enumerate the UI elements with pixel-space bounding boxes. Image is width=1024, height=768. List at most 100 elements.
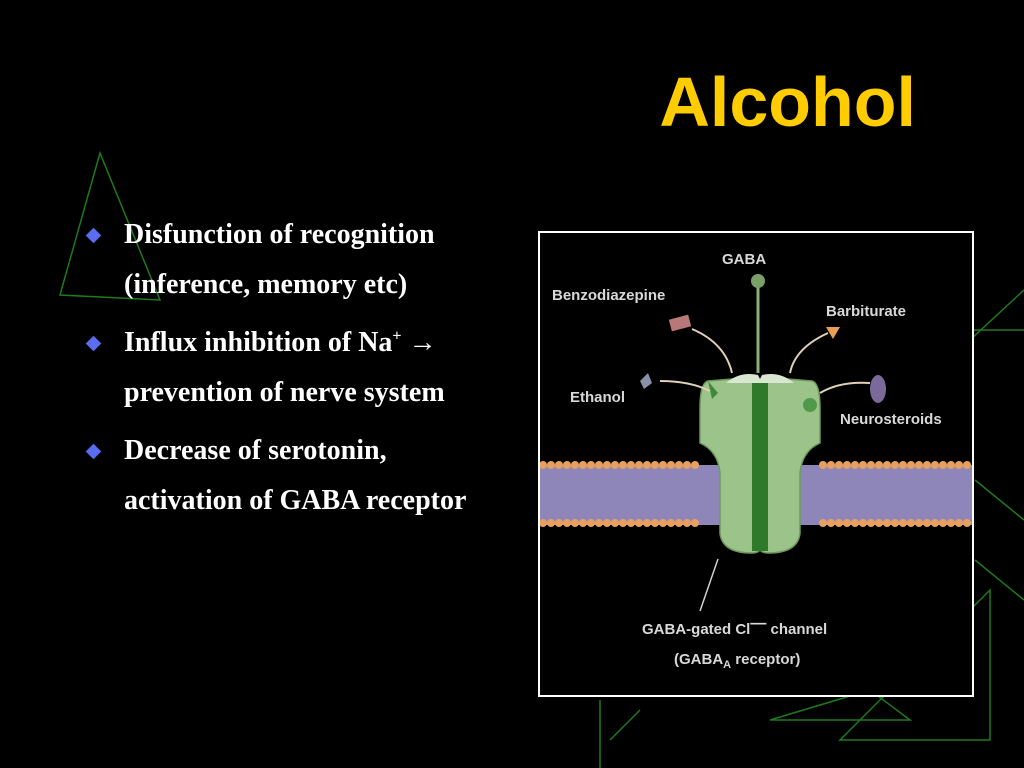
lipid-head bbox=[675, 519, 683, 527]
lipid-head bbox=[595, 519, 603, 527]
bullet-text: Decrease of serotonin, activation of GAB… bbox=[124, 435, 467, 516]
gaba-receptor-diagram bbox=[540, 274, 972, 612]
lipid-head bbox=[683, 461, 691, 469]
lipid-head bbox=[955, 519, 963, 527]
lipid-head bbox=[875, 461, 883, 469]
lipid-head bbox=[963, 519, 971, 527]
barbiturate-icon bbox=[826, 327, 840, 339]
ion-channel-icon bbox=[699, 374, 821, 554]
lipid-head bbox=[939, 461, 947, 469]
bullet-text: Disfunction of recognition (inference, m… bbox=[124, 219, 435, 300]
lipid-head bbox=[540, 519, 547, 527]
gaba-receptor-figure: GABA Benzodiazepine Barbiturate Ethanol … bbox=[538, 231, 974, 697]
bullet-list: Disfunction of recognition (inference, m… bbox=[85, 210, 478, 534]
gaba-molecule-icon bbox=[751, 274, 765, 373]
lipid-head bbox=[883, 461, 891, 469]
lipid-head bbox=[843, 461, 851, 469]
lipid-head bbox=[875, 519, 883, 527]
lipid-head bbox=[923, 519, 931, 527]
lipid-head bbox=[907, 461, 915, 469]
lipid-head bbox=[835, 461, 843, 469]
lipid-head bbox=[899, 519, 907, 527]
lipid-head bbox=[627, 519, 635, 527]
binding-arrows bbox=[659, 328, 871, 394]
lipid-head bbox=[547, 461, 555, 469]
caption-line-2: (GABAA receptor) bbox=[674, 651, 801, 671]
lipid-head bbox=[851, 519, 859, 527]
diamond-icon bbox=[85, 227, 102, 244]
lipid-head bbox=[611, 519, 619, 527]
caption-pointer bbox=[699, 558, 719, 612]
lipid-head bbox=[579, 461, 587, 469]
lipid-head bbox=[643, 519, 651, 527]
lipid-head bbox=[627, 461, 635, 469]
lipid-head bbox=[603, 461, 611, 469]
lipid-head bbox=[819, 519, 827, 527]
lipid-head bbox=[891, 461, 899, 469]
lipid-head bbox=[867, 461, 875, 469]
lipid-head bbox=[947, 461, 955, 469]
diamond-icon bbox=[85, 335, 102, 352]
lipid-head bbox=[563, 461, 571, 469]
lipid-head bbox=[963, 461, 971, 469]
lipid-head bbox=[691, 461, 699, 469]
lipid-head bbox=[595, 461, 603, 469]
ethanol-icon bbox=[640, 373, 652, 389]
lipid-head bbox=[555, 519, 563, 527]
lipid-head bbox=[619, 519, 627, 527]
lipid-head bbox=[667, 519, 675, 527]
lipid-head bbox=[659, 461, 667, 469]
lipid-head bbox=[827, 519, 835, 527]
lipid-head bbox=[923, 461, 931, 469]
lipid-head bbox=[843, 519, 851, 527]
lipid-head bbox=[931, 519, 939, 527]
lipid-head bbox=[571, 461, 579, 469]
lipid-head bbox=[851, 461, 859, 469]
lipid-head bbox=[947, 519, 955, 527]
bullet-text: Influx inhibition of Na+ → prevention of… bbox=[124, 327, 445, 408]
lipid-head bbox=[915, 519, 923, 527]
lipid-head bbox=[683, 519, 691, 527]
bullet-item: Decrease of serotonin, activation of GAB… bbox=[85, 426, 478, 526]
lipid-head bbox=[571, 519, 579, 527]
lipid-head bbox=[643, 461, 651, 469]
lipid-head bbox=[899, 461, 907, 469]
neurosteroid-icon bbox=[870, 375, 886, 403]
lipid-head bbox=[547, 519, 555, 527]
lipid-head bbox=[915, 461, 923, 469]
lipid-head bbox=[859, 461, 867, 469]
ethanol-label: Ethanol bbox=[570, 389, 625, 406]
lipid-head bbox=[651, 461, 659, 469]
lipid-head bbox=[555, 461, 563, 469]
lipid-head bbox=[635, 461, 643, 469]
lipid-head bbox=[651, 519, 659, 527]
lipid-head bbox=[907, 519, 915, 527]
barbiturate-label: Barbiturate bbox=[826, 303, 907, 320]
gaba-label: GABA bbox=[722, 251, 767, 268]
superscript-plus: + bbox=[392, 327, 402, 345]
lipid-head bbox=[540, 461, 547, 469]
lipid-head bbox=[691, 519, 699, 527]
lipid-head bbox=[603, 519, 611, 527]
lipid-head bbox=[659, 519, 667, 527]
lipid-head bbox=[619, 461, 627, 469]
diamond-icon bbox=[85, 443, 102, 460]
lipid-head bbox=[819, 461, 827, 469]
lipid-head bbox=[827, 461, 835, 469]
lipid-head bbox=[891, 519, 899, 527]
lipid-head bbox=[939, 519, 947, 527]
lipid-head bbox=[867, 519, 875, 527]
lipid-head bbox=[955, 461, 963, 469]
bullet-item: Influx inhibition of Na+ → prevention of… bbox=[85, 318, 478, 418]
caption-line-1: GABA-gated Cl— channel bbox=[642, 615, 828, 639]
lipid-head bbox=[611, 461, 619, 469]
lipid-head bbox=[675, 461, 683, 469]
lipid-head bbox=[563, 519, 571, 527]
lipid-head bbox=[587, 461, 595, 469]
benzodiazepine-icon bbox=[668, 314, 692, 332]
slide-title: Alcohol bbox=[659, 63, 916, 141]
lipid-head bbox=[931, 461, 939, 469]
lipid-head bbox=[859, 519, 867, 527]
lipid-head bbox=[883, 519, 891, 527]
lipid-head bbox=[587, 519, 595, 527]
